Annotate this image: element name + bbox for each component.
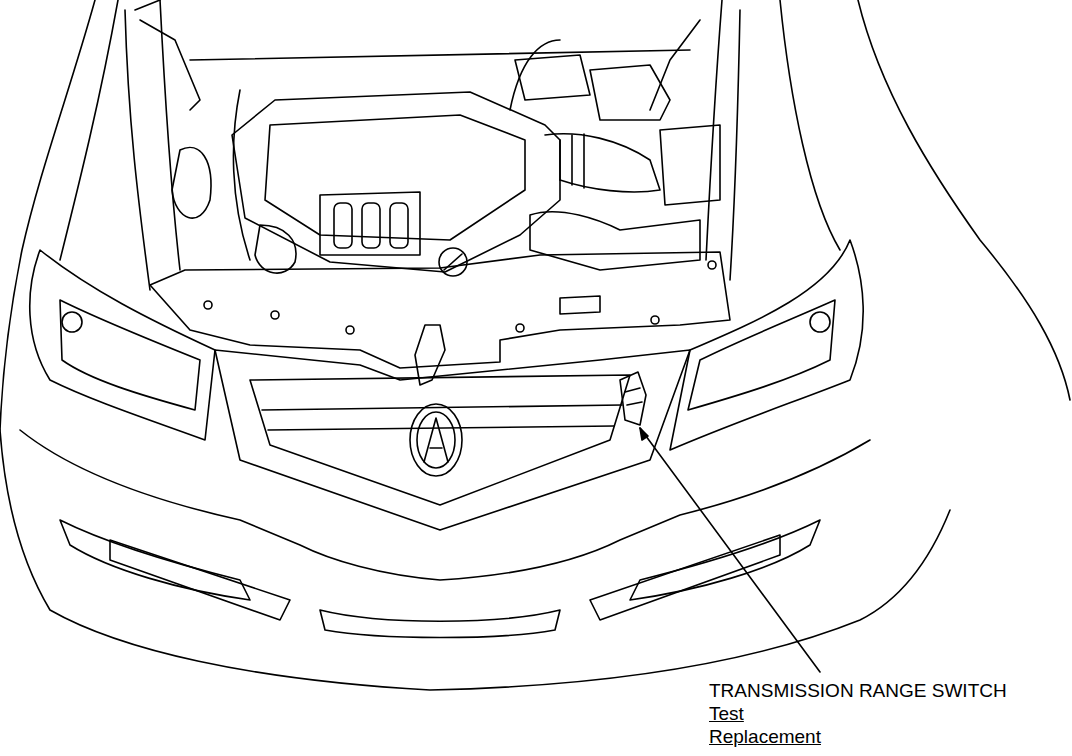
engine-part bbox=[530, 212, 700, 270]
bumper-line bbox=[20, 430, 870, 580]
fog-light bbox=[110, 540, 290, 620]
bolt bbox=[708, 261, 716, 269]
headlight bbox=[670, 240, 863, 450]
bolt bbox=[516, 324, 524, 332]
fog-light bbox=[590, 535, 780, 620]
bumper-outline bbox=[0, 430, 950, 690]
bolt bbox=[271, 311, 279, 319]
body-outline bbox=[0, 0, 95, 430]
acura-logo bbox=[417, 412, 455, 468]
grille bbox=[262, 405, 622, 430]
grille bbox=[215, 350, 690, 530]
engine-cover bbox=[390, 203, 408, 248]
fuse-box bbox=[515, 55, 590, 100]
headlight bbox=[62, 312, 82, 332]
engine-cover bbox=[334, 203, 352, 248]
link-text: Test bbox=[709, 703, 744, 725]
headlight bbox=[30, 250, 215, 440]
engine-cover bbox=[320, 192, 420, 255]
radiator-support bbox=[150, 252, 730, 368]
bolt bbox=[346, 326, 354, 334]
headlight bbox=[810, 312, 830, 332]
hood-edge bbox=[135, 0, 160, 10]
hood-strut bbox=[140, 20, 200, 110]
hood-strut bbox=[650, 20, 700, 110]
bolt bbox=[204, 301, 212, 309]
intake-duct bbox=[560, 134, 584, 188]
leader-line bbox=[640, 428, 820, 672]
fog-light bbox=[60, 520, 250, 600]
reservoir bbox=[590, 65, 670, 120]
engine-part bbox=[255, 225, 296, 273]
air-box bbox=[660, 125, 720, 205]
fender-edge bbox=[60, 0, 118, 260]
hose bbox=[233, 40, 560, 260]
hood-edge bbox=[160, 0, 180, 270]
component bbox=[625, 388, 642, 405]
engine-cover bbox=[362, 203, 380, 248]
engine-cover bbox=[265, 115, 525, 240]
engine-cover bbox=[232, 92, 560, 272]
oil-cap bbox=[439, 248, 467, 276]
cowl bbox=[190, 50, 690, 60]
grille bbox=[250, 375, 630, 505]
acura-logo bbox=[410, 404, 462, 476]
fog-light bbox=[630, 520, 820, 600]
lower-intake bbox=[320, 610, 560, 638]
label-plate bbox=[560, 296, 600, 314]
washer-tank bbox=[172, 147, 211, 218]
fender-edge bbox=[780, 0, 840, 250]
headlight bbox=[688, 300, 835, 410]
intake-duct bbox=[545, 134, 660, 192]
body-outline bbox=[858, 0, 1070, 400]
bolt bbox=[651, 316, 659, 324]
link-text: Replacement bbox=[709, 726, 821, 748]
headlight bbox=[60, 300, 200, 410]
acura-logo bbox=[424, 418, 448, 462]
fender-edge bbox=[730, 10, 740, 280]
leader-arrowhead bbox=[640, 428, 648, 440]
component bbox=[620, 372, 646, 425]
fender-edge bbox=[125, 10, 150, 290]
part-name: TRANSMISSION RANGE SWITCH bbox=[709, 680, 1007, 702]
